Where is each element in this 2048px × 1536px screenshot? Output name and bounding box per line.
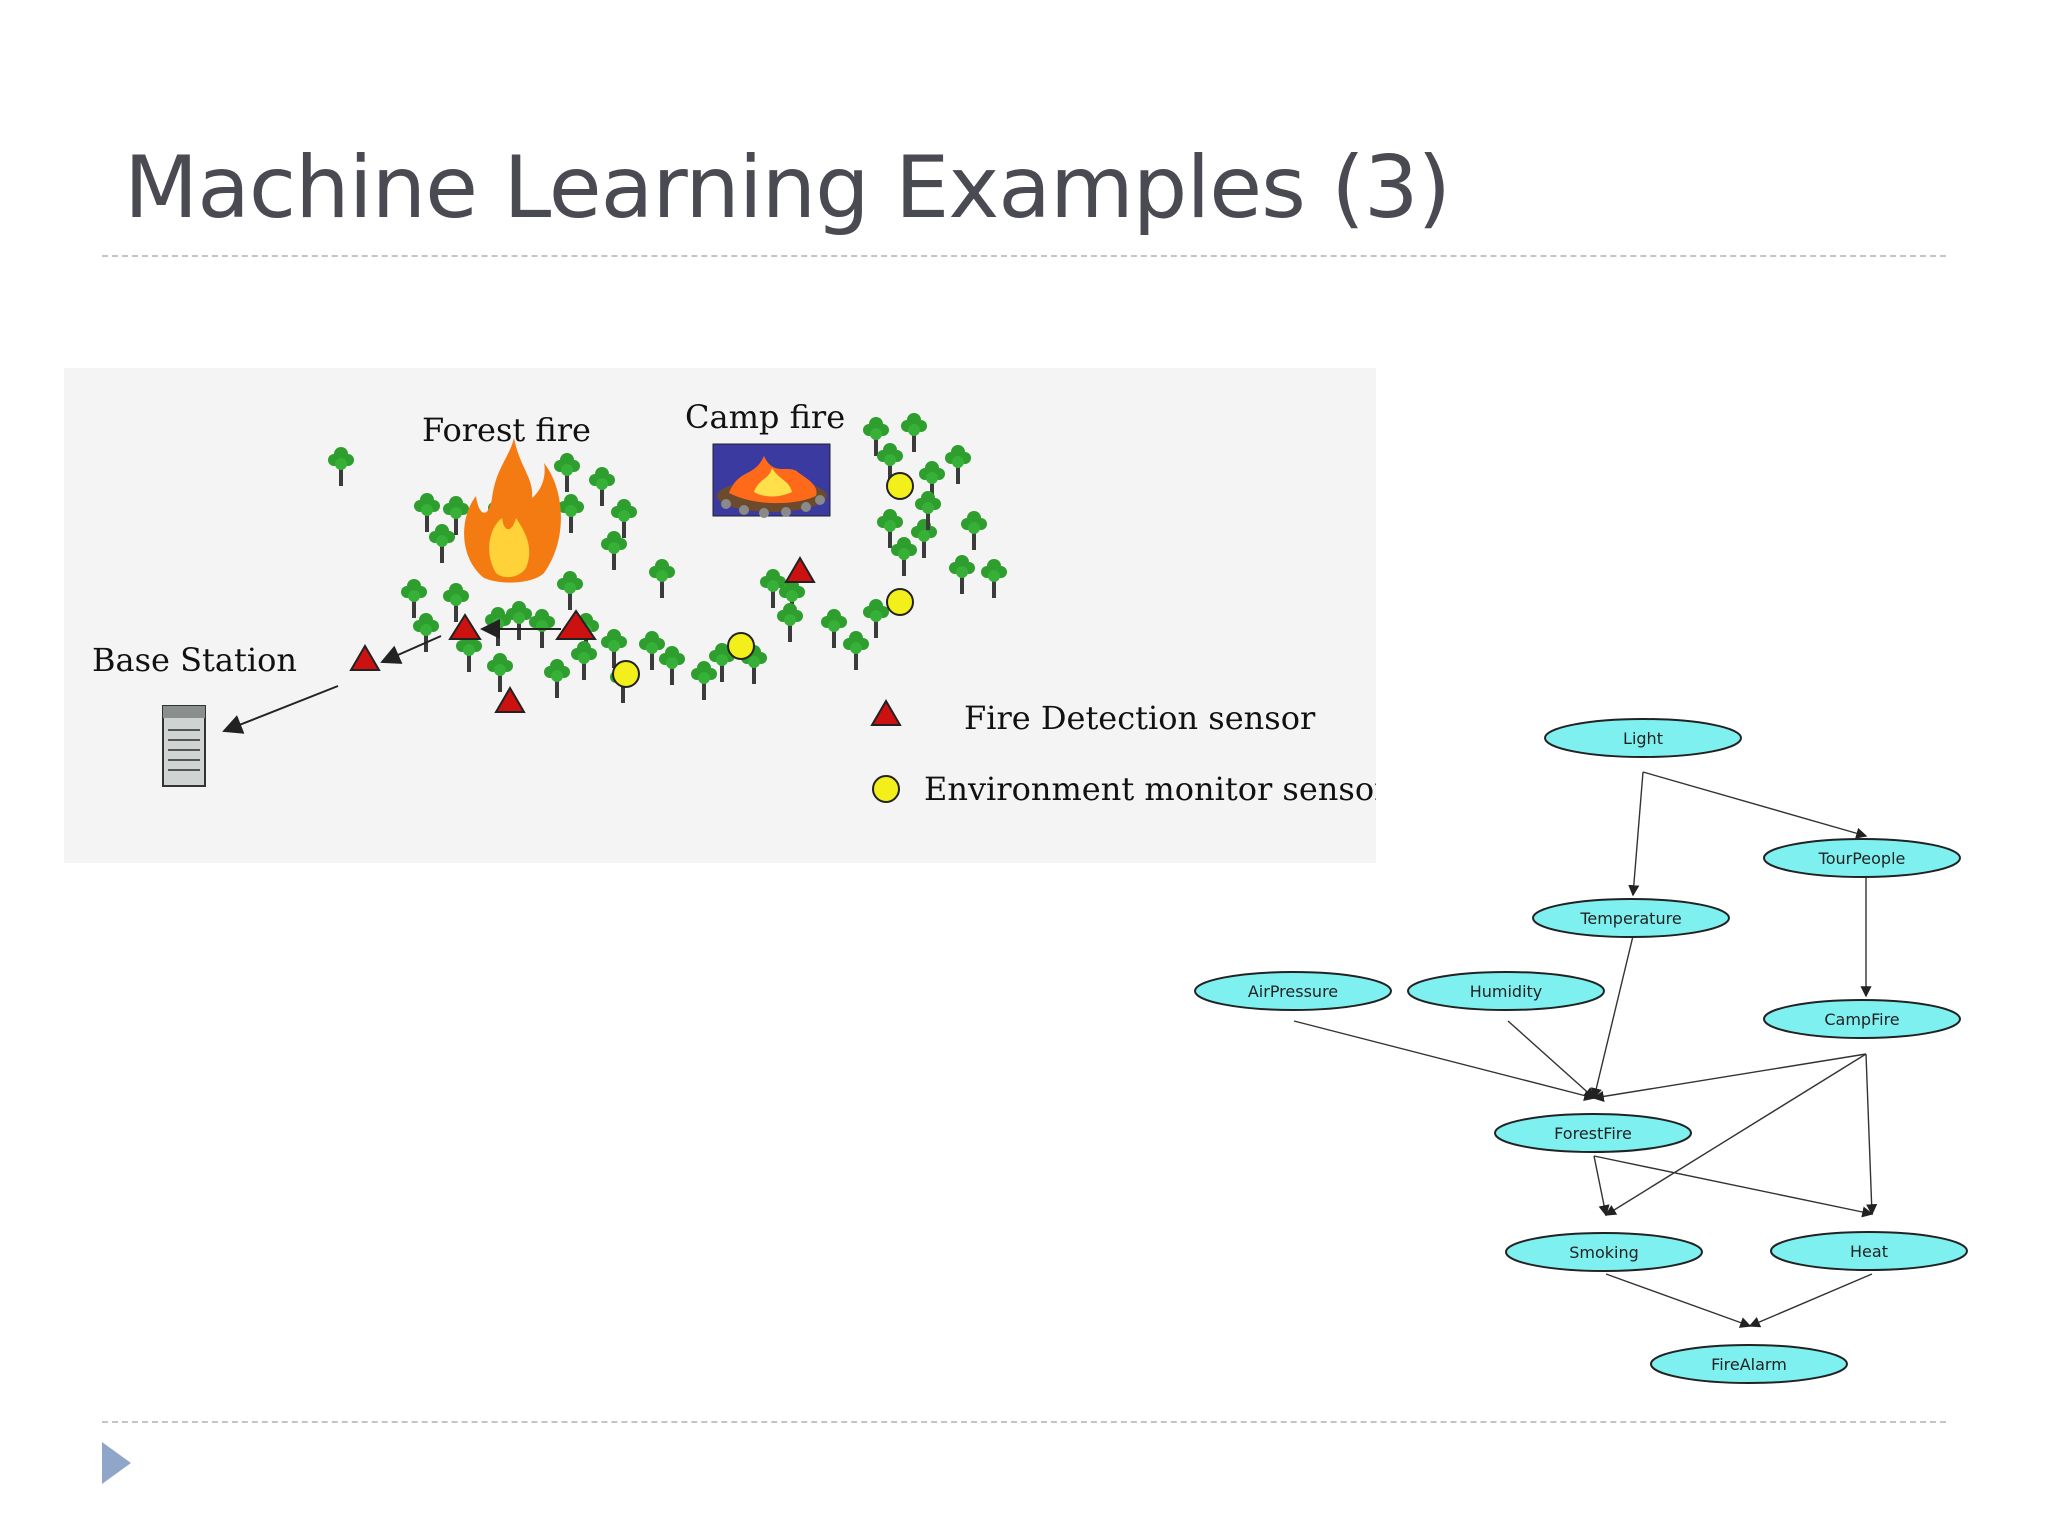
bn-node-light-label: Light bbox=[1623, 729, 1663, 748]
bn-node-temperature: Temperature bbox=[1532, 898, 1730, 938]
tree-cluster bbox=[328, 413, 1007, 703]
bn-node-campfire: CampFire bbox=[1763, 999, 1961, 1039]
env-sensors bbox=[612, 472, 914, 688]
footer-divider bbox=[102, 1421, 1946, 1423]
bn-node-airpressure-label: AirPressure bbox=[1248, 982, 1338, 1001]
title-divider bbox=[102, 255, 1946, 257]
base-station-server-icon bbox=[162, 705, 206, 787]
bn-node-smoking: Smoking bbox=[1505, 1232, 1703, 1272]
base-station-label: Base Station bbox=[92, 641, 297, 679]
bn-node-firealarm-label: FireAlarm bbox=[1711, 1355, 1787, 1374]
sensor-network-figure: Forest fire Camp fire Base Station Fire … bbox=[64, 368, 1376, 863]
legend-env-sensor-icon bbox=[872, 775, 900, 803]
bayesian-network-svg: Light TourPeople Temperature AirPressure… bbox=[1194, 718, 1968, 1384]
bn-node-airpressure: AirPressure bbox=[1194, 971, 1392, 1011]
legend: Fire Detection sensor Environment monito… bbox=[870, 699, 1376, 808]
bayesian-network-figure: Light TourPeople Temperature AirPressure… bbox=[1180, 696, 1980, 1396]
slide-marker-icon bbox=[102, 1442, 131, 1484]
bn-node-firealarm: FireAlarm bbox=[1650, 1344, 1848, 1384]
bn-node-light: Light bbox=[1544, 718, 1742, 758]
sensor-network-svg: Forest fire Camp fire Base Station Fire … bbox=[92, 398, 1376, 808]
legend-env-sensor-label: Environment monitor sensor bbox=[924, 770, 1376, 808]
bn-node-smoking-label: Smoking bbox=[1569, 1243, 1639, 1262]
bn-node-humidity-label: Humidity bbox=[1470, 982, 1543, 1001]
bn-node-heat-label: Heat bbox=[1850, 1242, 1888, 1261]
bn-node-campfire-label: CampFire bbox=[1824, 1010, 1899, 1029]
slide-title: Machine Learning Examples (3) bbox=[124, 138, 1451, 238]
bn-node-tourpeople: TourPeople bbox=[1763, 838, 1961, 878]
legend-fire-sensor-icon bbox=[870, 699, 902, 726]
bn-node-humidity: Humidity bbox=[1407, 971, 1605, 1011]
fire-sensors bbox=[349, 556, 816, 713]
bn-node-tourpeople-label: TourPeople bbox=[1818, 849, 1906, 868]
bn-node-forestfire: ForestFire bbox=[1494, 1113, 1692, 1153]
bn-node-temperature-label: Temperature bbox=[1579, 909, 1681, 928]
forest-fire-label: Forest fire bbox=[422, 411, 591, 449]
camp-fire-icon bbox=[712, 443, 831, 518]
bn-node-heat: Heat bbox=[1770, 1231, 1968, 1271]
legend-fire-sensor-label: Fire Detection sensor bbox=[964, 699, 1316, 737]
bn-node-forestfire-label: ForestFire bbox=[1554, 1124, 1632, 1143]
forest-fire-flame-icon bbox=[464, 438, 561, 583]
camp-fire-label: Camp fire bbox=[685, 398, 845, 436]
